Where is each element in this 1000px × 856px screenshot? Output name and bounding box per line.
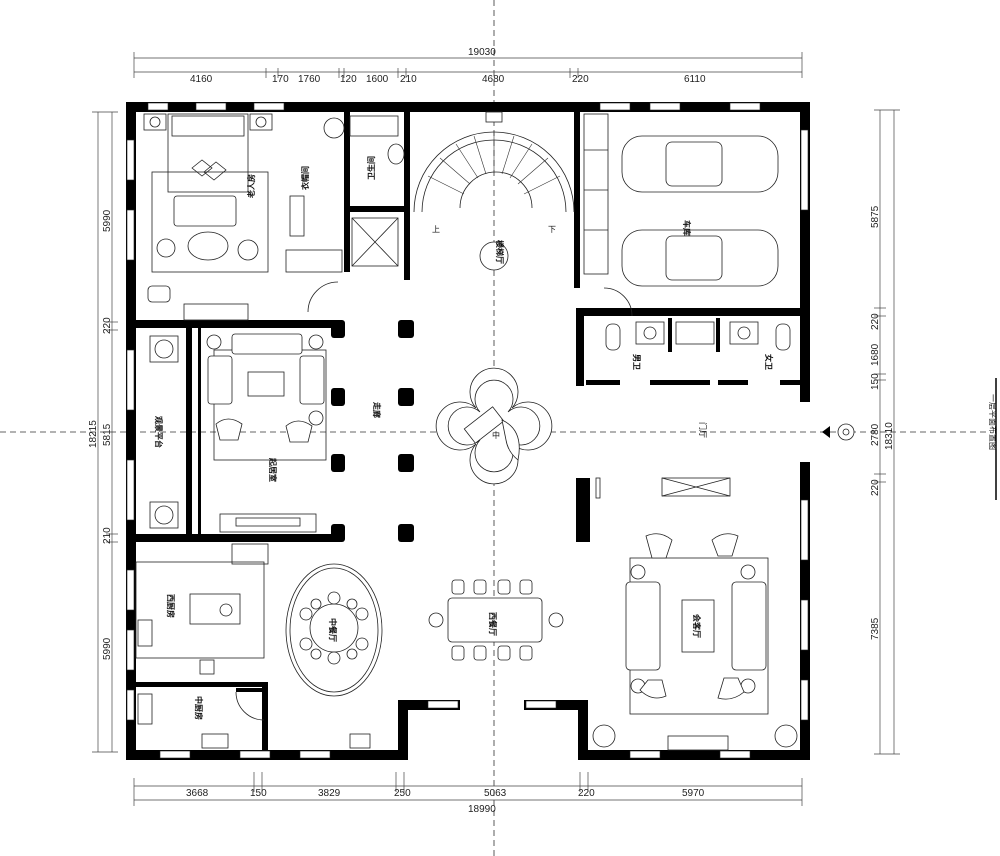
top-dim-2: 170 [272,74,289,85]
car-2 [621,229,779,287]
plant-icons [323,117,798,748]
left-dim-1: 5990 [102,209,113,232]
stair-hall: 上 下 楼梯厅 [413,111,575,271]
car-1 [621,135,779,193]
chinese-kitchen: 中厨房 [137,691,371,749]
chinese-kitchen-label: 中厨房 [194,696,204,720]
foyer-label: 门厅 [698,422,708,438]
columns [331,320,414,542]
drawing-title: 一层平面布置图 [988,394,998,450]
top-dim-1: 4160 [190,74,213,85]
bottom-dimensions: 3668 150 3829 250 5063 220 5970 18990 [133,772,803,815]
stair-up-label: 上 [432,225,440,234]
foyer-partition [595,477,601,499]
chinese-dining: 中餐厅 [285,563,383,697]
top-dim-6: 210 [400,74,417,85]
top-dim-9: 6110 [684,74,706,85]
stair-down-label: 下 [548,225,556,234]
washrooms: 男卫 女卫 [605,321,791,370]
bottom-dim-2: 150 [250,788,267,799]
western-dining: 西餐厅 [428,579,564,661]
garage-label: 车库 [682,220,692,236]
bathroom-label: 卫生间 [366,156,376,180]
western-kitchen-label: 西厨房 [166,594,176,618]
bottom-dim-1: 3668 [186,788,209,799]
view-terrace-label: 观景平台 [154,416,164,448]
left-dim-3: 5815 [102,423,113,446]
left-total-dim: 18215 [88,420,99,448]
interior-walls [126,102,810,750]
reception-label: 会客厅 [692,614,702,638]
bottom-dim-3: 3829 [318,788,341,799]
reception-room: 会客厅 [625,533,769,751]
stair-hall-label: 楼梯厅 [495,240,505,264]
bottom-total-dim: 18990 [468,804,496,815]
left-dim-5: 5990 [102,637,113,660]
right-dim-7: 7385 [870,617,881,640]
bottom-dim-6: 220 [578,788,595,799]
garage: 车库 [583,113,779,317]
right-total-dim: 18310 [884,422,895,450]
right-dim-4: 150 [870,373,881,390]
left-dim-4: 210 [102,527,113,544]
bottom-dim-7: 5970 [682,788,705,799]
living-room: 起居室 [206,333,327,533]
western-kitchen: 西厨房 [135,543,269,675]
entrance-marker [822,423,855,441]
right-dim-2: 220 [870,313,881,330]
top-dim-4: 120 [340,74,357,85]
left-dimensions: 18215 5990 220 5815 210 5990 [88,111,118,753]
cloakroom-label: 衣帽间 [300,166,310,190]
right-dim-6: 220 [870,479,881,496]
left-dim-2: 220 [102,317,113,334]
bottom-dim-5: 5063 [484,788,507,799]
top-dimensions: 19030 4160 170 1760 120 1600 210 4680 22… [133,47,803,85]
corridor-label: 走廊 [372,401,382,418]
right-dim-3: 1680 [870,343,881,366]
chinese-dining-label: 中餐厅 [328,618,338,642]
living-room-label: 起居室 [268,457,278,482]
top-dim-7: 4680 [482,74,505,85]
view-terrace: 观景平台 [149,335,179,529]
center-feature-label: 中 [492,430,500,440]
windows [126,102,809,759]
top-total-dim: 19030 [468,47,496,58]
right-dim-5: 2780 [870,423,881,446]
right-dim-1: 5875 [870,205,881,228]
center-feature: 中 [435,367,553,485]
top-dim-3: 1760 [298,74,321,85]
top-dim-8: 220 [572,74,589,85]
male-wc-label: 男卫 [632,354,641,370]
female-wc-label: 女卫 [764,354,774,370]
western-dining-label: 西餐厅 [488,612,498,636]
elder-room: 老人房 衣帽间 卫生间 [143,113,405,321]
right-dimensions: 5875 220 1680 150 2780 220 7385 18310 [870,109,900,755]
elder-room-label: 老人房 [246,174,256,199]
top-dim-5: 1600 [366,74,389,85]
bottom-dim-4: 250 [394,788,411,799]
